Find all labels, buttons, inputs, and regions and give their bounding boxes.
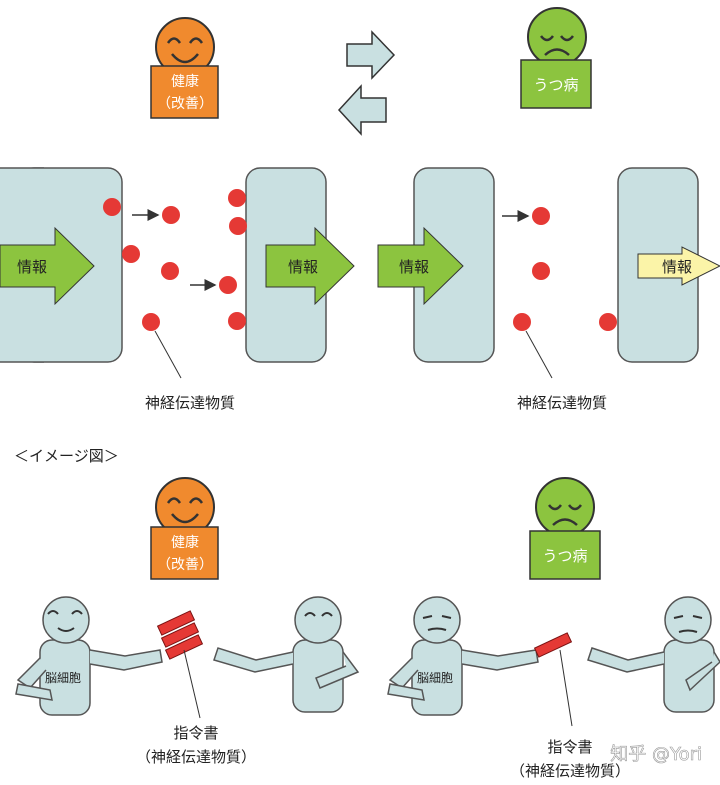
top-state-arrows xyxy=(337,30,396,136)
top-healthy-label-box: 健康 （改善） xyxy=(150,65,219,119)
neurotransmitter-dot xyxy=(228,312,246,330)
bottom-healthy-label-line1: 健康 xyxy=(171,534,199,551)
order-label-left-line1: 指令書 xyxy=(173,724,218,742)
synapse-healthy: 情報 情報 神経伝達物質 xyxy=(0,167,355,412)
bottom-depressed-label-box: うつ病 xyxy=(529,530,601,580)
watermark: 知乎 @Yori xyxy=(610,744,702,765)
neurotransmitter-label-right: 神経伝達物質 xyxy=(517,394,607,412)
bottom-depressed-face xyxy=(535,477,595,537)
order-paper-depressed xyxy=(533,632,573,658)
order-label-left-line2: （神経伝達物質） xyxy=(136,748,256,766)
bottom-healthy-face xyxy=(155,477,215,537)
top-depressed-label: うつ病 xyxy=(533,76,578,94)
brain-cell-figure-left-2 xyxy=(387,596,539,716)
synapse-depressed: 情報 情報 神経伝達物質 xyxy=(377,167,720,412)
brain-cell-figure-right-2 xyxy=(587,596,720,713)
info-arrow-label: 情報 xyxy=(399,258,429,276)
info-arrow-right-weak: 情報 xyxy=(637,246,720,286)
top-healthy-label-line1: 健康 xyxy=(171,73,199,90)
neurotransmitter-dot xyxy=(219,276,237,294)
neurotransmitter-dot xyxy=(103,198,121,216)
info-arrow-left-2: 情報 xyxy=(265,226,355,306)
order-label-right-line2: （神経伝達物質） xyxy=(510,762,630,780)
info-arrow-left-1: 情報 xyxy=(0,226,95,306)
order-papers-healthy xyxy=(156,610,204,660)
neurotransmitter-dot xyxy=(532,207,550,225)
neurotransmitter-dot xyxy=(162,206,180,224)
bottom-healthy-label-line2: （改善） xyxy=(157,557,213,573)
info-arrow-label: 情報 xyxy=(662,258,692,276)
brain-cell-figure-left-1 xyxy=(15,596,163,716)
brain-cell-label: 脳細胞 xyxy=(45,671,81,685)
info-arrow-label: 情報 xyxy=(288,258,318,276)
top-depressed-face xyxy=(527,7,587,67)
brain-cell-label: 脳細胞 xyxy=(417,671,453,685)
order-label-right-line1: 指令書 xyxy=(547,738,592,756)
neurotransmitter-dot xyxy=(599,313,617,331)
neurotransmitter-label-left: 神経伝達物質 xyxy=(145,394,235,412)
neurotransmitter-dot xyxy=(122,245,140,263)
neurotransmitter-dot xyxy=(142,313,160,331)
neurotransmitter-dot xyxy=(161,262,179,280)
brain-cell-figure-right-1 xyxy=(213,596,360,713)
neurotransmitter-dot xyxy=(228,189,246,207)
top-healthy-label-line2: （改善） xyxy=(157,96,213,112)
neurotransmitter-dot xyxy=(532,262,550,280)
top-healthy-face xyxy=(155,17,215,77)
info-arrow-label: 情報 xyxy=(17,258,47,276)
top-depressed-label-box: うつ病 xyxy=(520,59,592,109)
neurotransmitter-dot xyxy=(513,313,531,331)
image-caption: ＜イメージ図＞ xyxy=(14,447,119,465)
info-arrow-right-1: 情報 xyxy=(377,226,464,306)
bottom-depressed-label: うつ病 xyxy=(542,547,587,565)
bottom-healthy-label-box: 健康 （改善） xyxy=(150,526,219,580)
neurotransmitter-dot xyxy=(229,217,247,235)
